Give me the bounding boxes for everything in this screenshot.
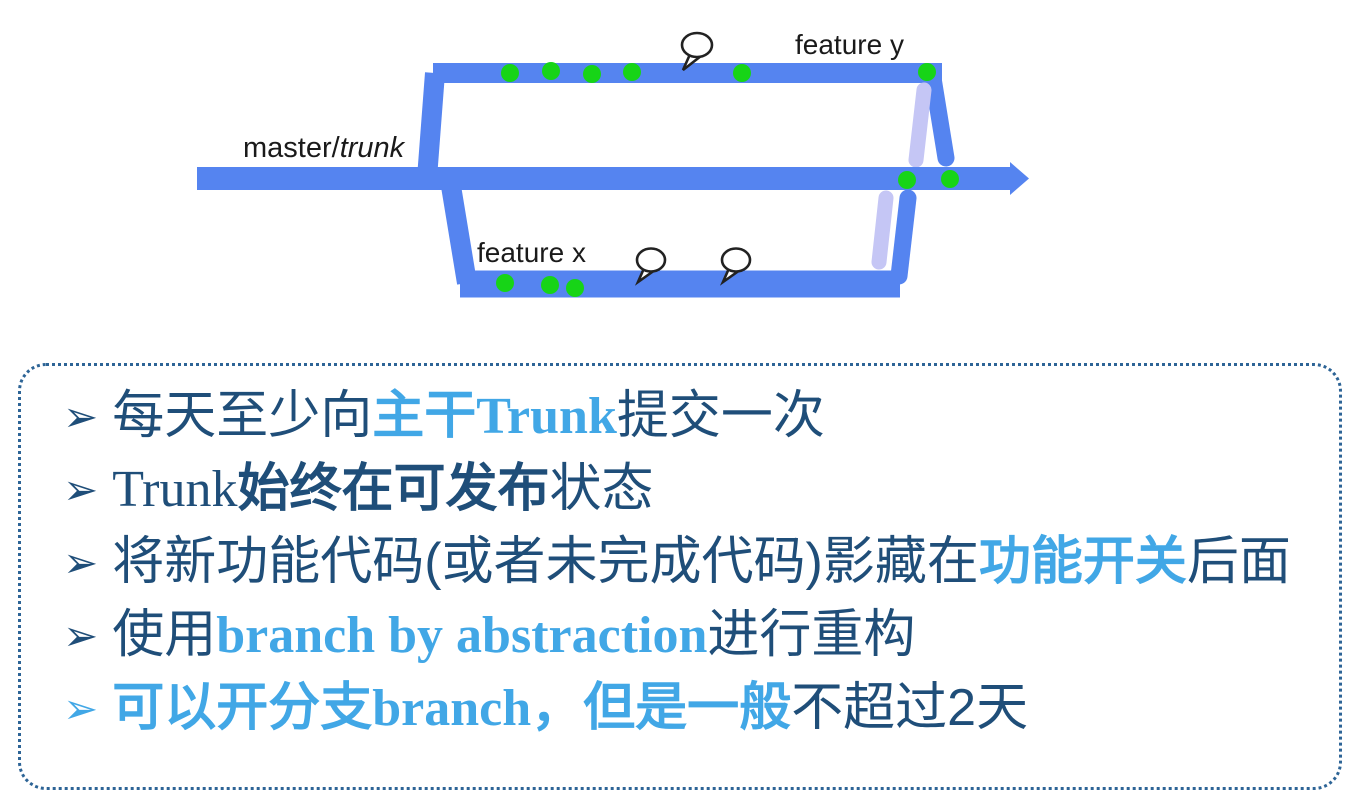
feature-y-branch-out-line (417, 72, 445, 179)
note-text-segment: Trunk (112, 461, 238, 518)
speech-bubble-icon (680, 31, 714, 72)
speech-bubble-icon (634, 247, 667, 286)
note-text-segment: 功能开关 (978, 533, 1187, 591)
note-text-segment: ，但是一般 (531, 679, 792, 737)
feature-y-branch (417, 63, 955, 179)
commit-dots (496, 62, 959, 297)
bullet-arrow-icon: ➢ (63, 612, 99, 659)
feature-x-merge-arrow-ghost (871, 190, 894, 270)
note-text-segment: branch by abstraction (216, 607, 708, 664)
commit-dot (501, 64, 519, 82)
speech-bubbles (634, 31, 752, 286)
commit-dot (583, 65, 601, 83)
note-text-segment: 主干 (372, 387, 477, 445)
feature-x-label: feature x (477, 237, 586, 268)
feature-x-branch-out-line (440, 178, 477, 285)
commit-dot (542, 62, 560, 80)
note-text-segment: 提交一次 (616, 387, 825, 445)
note-text-segment: 进行重构 (707, 606, 916, 664)
commit-dot (898, 171, 916, 189)
speech-bubble-body (680, 31, 714, 59)
feature-x-merge-line (890, 189, 917, 285)
bullet-arrow-icon: ➢ (63, 685, 99, 732)
note-text-segment: 始终在可发布 (237, 460, 550, 518)
feature-x-branch (440, 178, 917, 298)
commit-dot (541, 276, 559, 294)
commit-dot (623, 63, 641, 81)
note-text-segment: 可以开分支 (112, 679, 373, 737)
commit-dot (566, 279, 584, 297)
commit-dot (918, 63, 936, 81)
feature-y-merge-arrow-ghost (908, 82, 932, 168)
note-item: ➢ 将新功能代码(或者未完成代码)影藏在功能开关后面 (63, 526, 1329, 599)
bullet-arrow-icon: ➢ (63, 466, 99, 513)
speech-bubble-body (720, 247, 752, 273)
note-text-segment: Trunk (476, 388, 617, 445)
master-trunk-label: master/trunk (243, 132, 406, 164)
commit-dot (733, 64, 751, 82)
note-text-segment: 不超过2天 (791, 679, 1029, 737)
trunk-line (197, 162, 1029, 195)
trunk-bar (197, 167, 1012, 190)
bullet-arrow-icon: ➢ (63, 393, 99, 440)
speech-bubble-icon (719, 247, 752, 286)
speech-bubble-body (635, 247, 667, 273)
branching-diagram: master/trunk feature y feature x (197, 29, 1029, 298)
commit-dot (941, 170, 959, 188)
feature-y-label: feature y (795, 29, 904, 60)
note-text-segment: branch (372, 680, 532, 737)
note-text-segment: 将新功能代码(或者未完成代码)影藏在 (112, 533, 979, 591)
note-text-segment: 状态 (549, 460, 654, 518)
trunk-arrowhead (1010, 162, 1029, 195)
bullet-arrow-icon: ➢ (63, 539, 99, 586)
note-text-segment: 使用 (112, 606, 217, 664)
feature-y-merge-line (924, 69, 955, 167)
note-text-segment: 每天至少向 (112, 387, 373, 445)
note-text-segment: 后面 (1186, 533, 1291, 591)
commit-dot (496, 274, 514, 292)
